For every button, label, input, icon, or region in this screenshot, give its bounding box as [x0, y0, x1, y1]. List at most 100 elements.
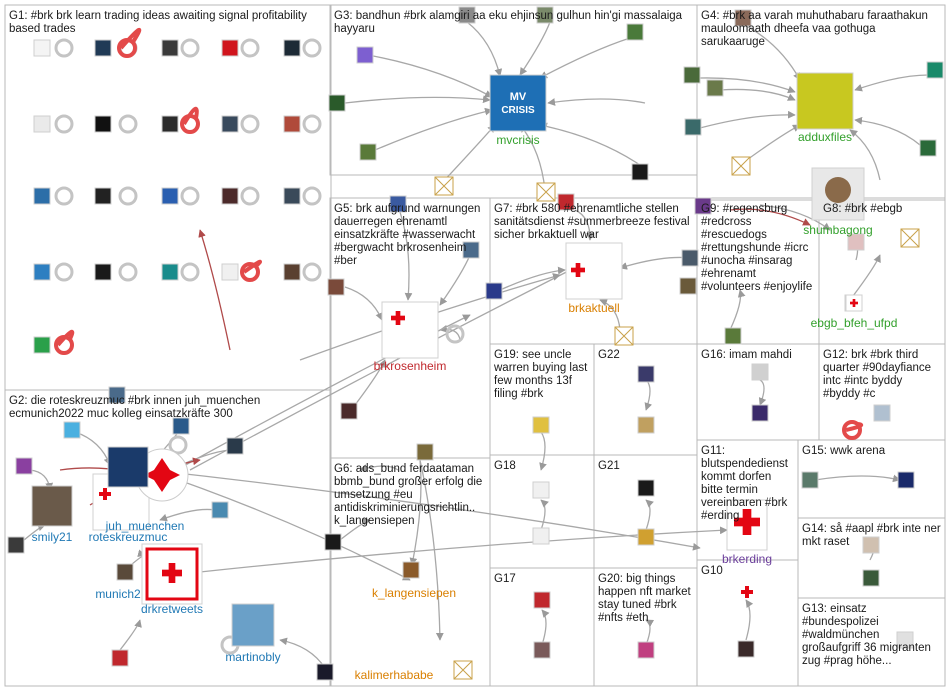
- node-avatar[interactable]: [683, 66, 701, 84]
- node-avatar[interactable]: [161, 263, 179, 281]
- node-label-munich2: munich2: [95, 587, 141, 601]
- node-avatar[interactable]: [801, 471, 819, 489]
- node-avatar[interactable]: [462, 241, 480, 259]
- node-avatar[interactable]: [221, 187, 239, 205]
- node-avatar[interactable]: [919, 139, 937, 157]
- node-avatar[interactable]: [33, 263, 51, 281]
- node-avatar[interactable]: [637, 365, 655, 383]
- node-avatar[interactable]: [283, 39, 301, 57]
- node-avatar[interactable]: [631, 163, 649, 181]
- node-avatar[interactable]: [536, 6, 554, 24]
- node-avatar[interactable]: [416, 443, 434, 461]
- node-avatar[interactable]: [7, 536, 25, 554]
- node-avatar[interactable]: [94, 187, 112, 205]
- node-avatar[interactable]: [681, 249, 699, 267]
- node-avatar[interactable]: [533, 591, 551, 609]
- node-avatar[interactable]: [111, 649, 129, 667]
- node-avatar[interactable]: [694, 197, 712, 215]
- node-avatar[interactable]: [533, 641, 551, 659]
- node-avatar[interactable]: [862, 536, 880, 554]
- node-avatar[interactable]: [221, 115, 239, 133]
- node-avatar[interactable]: [557, 193, 575, 211]
- node-avatar[interactable]: [316, 663, 334, 681]
- adduxfiles-avatar[interactable]: [796, 72, 854, 130]
- drkretweets-border: [145, 547, 199, 601]
- node-avatar[interactable]: [389, 195, 407, 213]
- node-avatar[interactable]: [63, 421, 81, 439]
- drkretweets-cross: [168, 563, 176, 583]
- graph-edge: [854, 74, 931, 92]
- node-avatar[interactable]: [356, 46, 374, 64]
- group-label-line: G2: die roteskreuzmuc #brk innen juh_mue…: [9, 395, 260, 407]
- node-avatar[interactable]: [734, 9, 752, 27]
- node-avatar[interactable]: [637, 528, 655, 546]
- node-avatar[interactable]: [94, 115, 112, 133]
- group-label-line: #ber: [334, 255, 357, 267]
- node-avatar[interactable]: [172, 417, 190, 435]
- node-avatar[interactable]: [897, 471, 915, 489]
- node-avatar[interactable]: [532, 416, 550, 434]
- shumbagong-avatar[interactable]: [811, 167, 865, 221]
- node-avatar[interactable]: [221, 263, 239, 281]
- group-label-line: #waldmünchen: [802, 629, 879, 641]
- node-avatar[interactable]: [847, 233, 865, 251]
- node-avatar[interactable]: [532, 527, 550, 545]
- node-avatar[interactable]: [873, 404, 891, 422]
- smily21-avatar[interactable]: [31, 485, 73, 527]
- node-avatar[interactable]: [751, 404, 769, 422]
- node-avatar[interactable]: [402, 561, 420, 579]
- group-label-line: sanitätsdienst #summerbreeze festival: [494, 216, 690, 228]
- node-avatar[interactable]: [161, 115, 179, 133]
- node-avatar[interactable]: [108, 386, 126, 404]
- node-avatar[interactable]: [328, 94, 346, 112]
- node-avatar[interactable]: [283, 263, 301, 281]
- graph-edge: [439, 325, 461, 341]
- node-avatar[interactable]: [485, 282, 503, 300]
- node-avatar[interactable]: [327, 278, 345, 296]
- node-avatar[interactable]: [684, 118, 702, 136]
- node-avatar[interactable]: [926, 61, 944, 79]
- graph-edge: [439, 254, 471, 306]
- node-avatar[interactable]: [896, 631, 914, 649]
- node-avatar[interactable]: [532, 481, 550, 499]
- node-avatar[interactable]: [283, 115, 301, 133]
- node-avatar[interactable]: [637, 479, 655, 497]
- red-self-loop: [242, 259, 262, 274]
- node-avatar[interactable]: [94, 39, 112, 57]
- node-avatar[interactable]: [458, 6, 476, 24]
- node-avatar[interactable]: [706, 79, 724, 97]
- node-avatar[interactable]: [116, 563, 134, 581]
- node-avatar[interactable]: [161, 39, 179, 57]
- node-avatar[interactable]: [340, 402, 358, 420]
- node-avatar[interactable]: [637, 416, 655, 434]
- node-avatar[interactable]: [211, 501, 229, 519]
- node-avatar[interactable]: [862, 569, 880, 587]
- mvcrisis-avatar[interactable]: [489, 74, 547, 132]
- node-avatar[interactable]: [15, 457, 33, 475]
- node-avatar[interactable]: [33, 187, 51, 205]
- node-avatar[interactable]: [359, 143, 377, 161]
- munich-avatar[interactable]: [107, 446, 149, 488]
- group-label-line: G12: brk #brk third: [823, 349, 918, 361]
- group-label-line: zug #prag höhe...: [802, 655, 892, 667]
- node-avatar[interactable]: [324, 533, 342, 551]
- node-avatar[interactable]: [94, 263, 112, 281]
- node-avatar[interactable]: [737, 640, 755, 658]
- node-avatar[interactable]: [626, 23, 644, 41]
- group-label-line: G14: så #aapl #brk inte ner: [802, 523, 941, 535]
- node-avatar[interactable]: [226, 437, 244, 455]
- node-avatar[interactable]: [724, 327, 742, 345]
- node-avatar[interactable]: [679, 277, 697, 295]
- martinobly-avatar[interactable]: [231, 603, 275, 647]
- node-avatar[interactable]: [283, 187, 301, 205]
- node-avatar[interactable]: [221, 39, 239, 57]
- brkrosenheim-avatar[interactable]: [381, 301, 439, 359]
- node-avatar[interactable]: [33, 115, 51, 133]
- node-avatar[interactable]: [161, 187, 179, 205]
- node-avatar[interactable]: [751, 363, 769, 381]
- node-avatar[interactable]: [33, 39, 51, 57]
- node-avatar[interactable]: [33, 336, 51, 354]
- node-avatar[interactable]: [637, 641, 655, 659]
